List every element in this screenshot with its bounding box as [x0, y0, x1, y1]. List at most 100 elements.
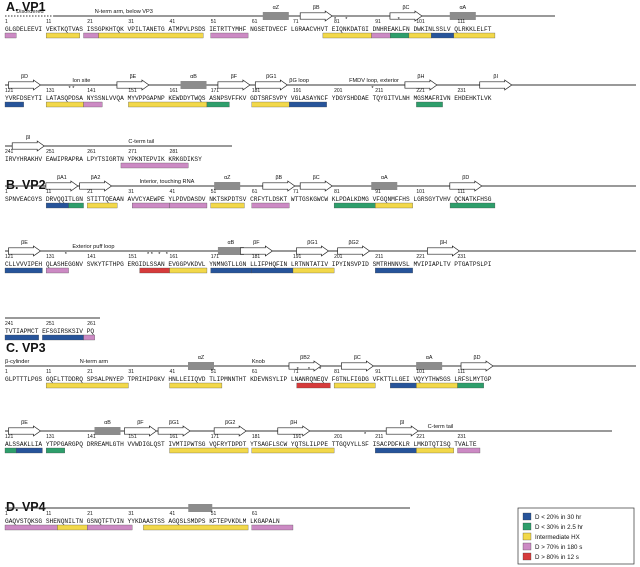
hx-bar-pink	[251, 524, 294, 531]
residue-number: 211	[375, 88, 383, 94]
sequence-text: ALSSAKLLIA YTPPGARGPQ DRREAMLGTH VVWDIGL…	[5, 441, 477, 448]
hx-bar-blue	[4, 267, 43, 274]
residue-number: 191	[293, 434, 302, 440]
residue-number: 21	[87, 19, 93, 25]
strand-arrow	[254, 79, 288, 91]
hx-bar-yellow	[169, 267, 208, 274]
residue-number: 81	[334, 189, 340, 195]
strand-arrow	[217, 79, 251, 91]
secondary-structure-label: βG2	[225, 420, 235, 426]
secondary-structure-label: αZ	[198, 355, 205, 361]
residue-number: 11	[46, 369, 51, 375]
residue-number: 41	[170, 189, 176, 195]
residue-number: 231	[458, 254, 467, 260]
secondary-structure-label: βF	[253, 240, 260, 246]
secondary-structure-label: βB2	[300, 355, 310, 361]
residue-number: 121	[5, 434, 14, 440]
strand-arrow	[296, 245, 330, 257]
region-label: Exterior puff loop	[72, 244, 114, 250]
sequence-text: YVRFDSEYTI LATASQPDSA NYSSNLVVQA MYVPPGA…	[5, 95, 492, 102]
hx-bar-pink	[251, 202, 290, 209]
secondary-structure-label: βG1	[307, 240, 317, 246]
residue-number: 1	[5, 189, 8, 195]
residue-number: 91	[375, 19, 381, 25]
hx-bar-yellow	[45, 32, 80, 39]
secondary-structure-label: βD	[21, 74, 28, 80]
residue-number: 61	[252, 369, 258, 375]
residue-number: 1	[5, 19, 8, 25]
strand-arrow	[449, 180, 483, 192]
residue-number: 181	[252, 254, 261, 260]
helix-mark	[371, 182, 398, 190]
sequence-text: GLGDELEEVI VEKTKQTVAS ISSGPKHTQK VPILTAN…	[5, 26, 492, 33]
secondary-structure-label: βF	[137, 420, 144, 426]
sequence-text: CLLVVVIPEH QLASHEGGNV SVKYTFTHPG ERGIDLS…	[5, 261, 492, 268]
secondary-structure-label: αZ	[273, 5, 280, 11]
legend-swatch	[522, 512, 532, 521]
hx-bar-green	[333, 202, 376, 209]
residue-number: 271	[128, 149, 137, 155]
strand-arrow	[385, 425, 419, 437]
hx-bar-blue	[251, 267, 294, 274]
hx-bar-pink	[4, 524, 58, 531]
legend-label: D < 20% in 30 hr	[535, 514, 581, 521]
hx-bar-pink	[83, 32, 99, 39]
residue-number: 181	[252, 434, 261, 440]
secondary-structure-label: βH	[417, 74, 424, 80]
residue-number: 61	[252, 511, 258, 517]
strand-arrow	[340, 360, 374, 372]
star-marker: *	[166, 252, 169, 258]
hx-bar-yellow	[251, 101, 290, 108]
legend-swatch	[522, 522, 532, 531]
sequence-text: TVTIAPMCT EFSGIRSKSIV PQ	[5, 328, 94, 335]
residue-number: 221	[416, 434, 425, 440]
strand-arrow	[404, 79, 438, 91]
residue-number: 151	[128, 254, 137, 260]
star-marker: *	[297, 367, 300, 373]
residue-number: 151	[128, 434, 137, 440]
strand-arrow	[11, 140, 45, 152]
residue-number: 1	[5, 511, 8, 517]
secondary-structure-label: βI	[493, 74, 498, 80]
strand-arrow	[337, 245, 371, 257]
hx-bar-pink	[457, 447, 481, 454]
region-label: Knob	[252, 359, 265, 365]
residue-number: 171	[211, 254, 220, 260]
star-marker: *	[147, 252, 150, 258]
secondary-structure-label: βH	[290, 420, 297, 426]
secondary-structure-label: βA2	[91, 175, 101, 181]
residue-number: 11	[46, 189, 51, 195]
legend-label: D < 30% in 2.5 hr	[535, 524, 583, 531]
residue-number: 261	[87, 149, 96, 155]
star-marker: *	[158, 252, 161, 258]
residue-number: 281	[170, 149, 179, 155]
residue-number: 201	[334, 434, 343, 440]
hx-bar-yellow	[210, 202, 245, 209]
residue-number: 161	[170, 254, 179, 260]
strand-arrow	[8, 425, 42, 437]
star-marker: *	[319, 367, 322, 373]
legend: D < 20% in 30 hrD < 30% in 2.5 hrInterme…	[517, 507, 635, 565]
residue-number: 131	[46, 88, 55, 94]
hx-bar-blue	[375, 447, 417, 454]
hx-bar-yellow	[408, 32, 432, 39]
residue-number: 41	[170, 511, 176, 517]
residue-number: 111	[458, 369, 466, 375]
strand-arrow	[124, 425, 158, 437]
hx-bar-yellow	[251, 447, 335, 454]
strand-arrow	[45, 180, 79, 192]
residue-number: 261	[87, 321, 96, 327]
strand-arrow	[277, 425, 311, 437]
strand-arrow	[299, 180, 333, 192]
strand-arrow	[157, 425, 191, 437]
secondary-structure-label: βB	[313, 5, 320, 11]
hx-bar-pink	[371, 32, 391, 39]
helix-mark	[217, 247, 244, 255]
residue-number: 211	[375, 434, 383, 440]
residue-number: 211	[375, 254, 383, 260]
